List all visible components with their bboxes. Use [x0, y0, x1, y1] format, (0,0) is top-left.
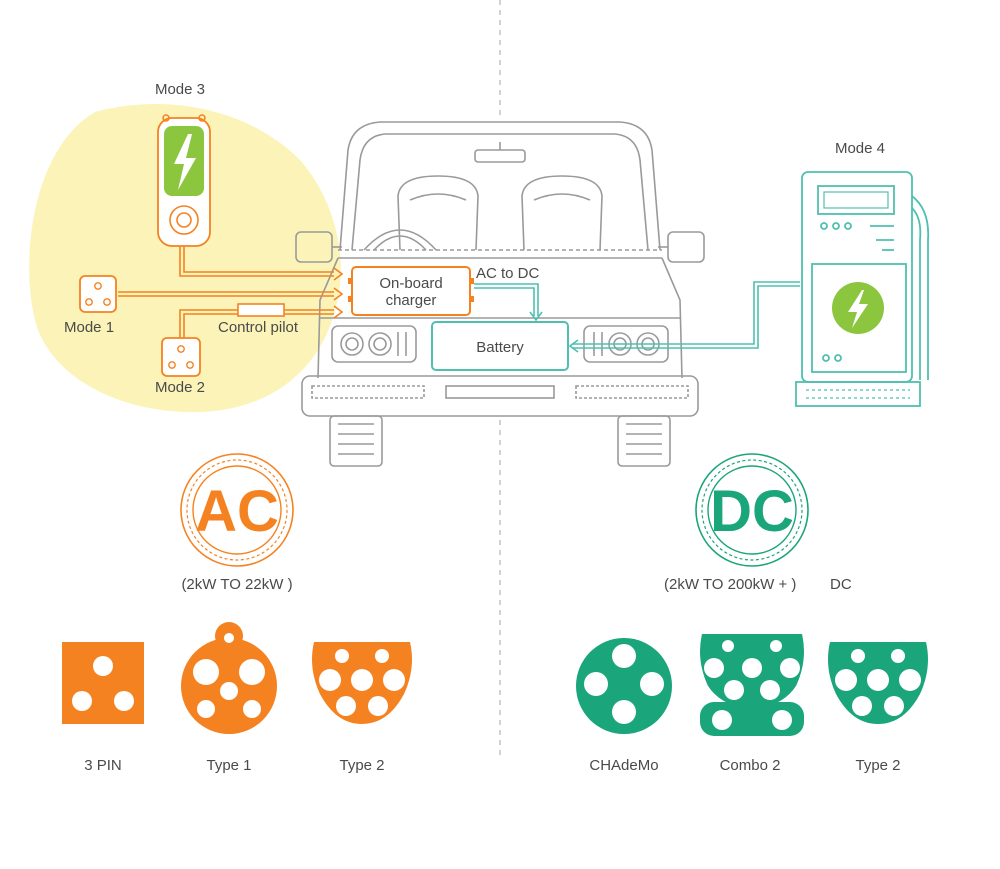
connector-type2-ac-icon [312, 642, 412, 724]
dc-charging-station-icon [795, 171, 930, 407]
ac-highlight-blob [29, 103, 341, 413]
connector-type1-label: Type 1 [206, 757, 251, 774]
connector-type1-icon [181, 622, 277, 734]
ac-badge: AC [180, 453, 294, 567]
mode1-socket-icon [79, 275, 117, 313]
wallbox-charger-icon [157, 114, 211, 247]
dc-title: DC [710, 479, 794, 544]
mode4-label: Mode 4 [835, 140, 885, 157]
ac-arrowheads [333, 267, 344, 319]
mode2-label: Mode 2 [155, 379, 205, 396]
battery-label: Battery [476, 339, 524, 356]
onboard-charger-label-2: charger [386, 292, 437, 309]
connector-3pin-icon [62, 642, 144, 724]
connector-chademo-label: CHAdeMo [589, 757, 658, 774]
control-pilot-box [237, 303, 285, 317]
connector-3pin-label: 3 PIN [84, 757, 122, 774]
dc-range: (2kW TO 200kW + ) [664, 576, 796, 593]
connector-chademo-icon [576, 638, 672, 734]
connector-combo2-label: Combo 2 [720, 757, 781, 774]
onboard-charger-box [351, 266, 471, 316]
connector-type2-ac-label: Type 2 [339, 757, 384, 774]
car-front-outline [295, 121, 705, 467]
dc-badge: DC [695, 453, 809, 567]
ac-title: AC [195, 479, 279, 544]
mode3-label: Mode 3 [155, 81, 205, 98]
ac-range: (2kW TO 22kW ) [181, 576, 292, 593]
connector-combo2-icon [700, 634, 804, 736]
ac-to-dc-label: AC to DC [476, 265, 540, 282]
lightning-bolt-icon [848, 290, 868, 328]
onboard-charger-label-1: On-board [379, 275, 442, 292]
connector-type2-dc-icon [828, 642, 928, 724]
mode2-socket-icon [161, 337, 201, 377]
mode1-label: Mode 1 [64, 319, 114, 336]
connector-type2-dc-label: Type 2 [855, 757, 900, 774]
control-pilot-label: Control pilot [218, 319, 299, 336]
battery-box [431, 321, 569, 371]
dc-wire [568, 281, 800, 353]
ac-to-dc-wire [474, 283, 539, 316]
dc-range-suffix: DC [830, 576, 852, 593]
lightning-bolt-icon [174, 134, 196, 190]
